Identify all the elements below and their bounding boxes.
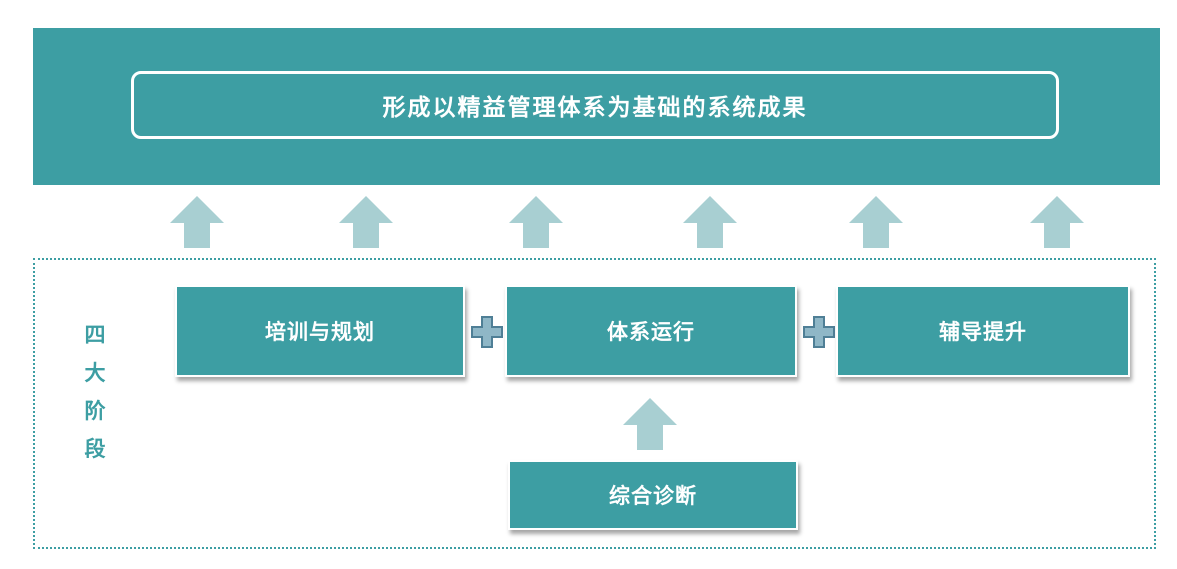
stages-side-label: 四 大 阶 段 <box>80 316 110 468</box>
stages-frame <box>33 258 1156 549</box>
stage-box-coaching: 辅导提升 <box>836 285 1130 377</box>
up-arrow-icon <box>849 196 903 248</box>
stage-box-training: 培训与规划 <box>175 285 465 377</box>
results-banner <box>33 28 1160 185</box>
side-label-char: 阶 <box>84 399 106 423</box>
up-arrow-icon <box>339 196 393 248</box>
plus-icon <box>803 316 835 348</box>
side-label-char: 大 <box>84 361 106 385</box>
results-title: 形成以精益管理体系为基础的系统成果 <box>131 71 1059 139</box>
up-arrow-icon <box>509 196 563 248</box>
up-arrow-icon <box>1030 196 1084 248</box>
up-arrow-icon <box>623 398 677 450</box>
stage-box-operation: 体系运行 <box>505 285 797 377</box>
side-label-char: 四 <box>84 323 106 347</box>
plus-icon <box>471 316 503 348</box>
stage-box-diagnosis: 综合诊断 <box>508 460 798 530</box>
up-arrow-icon <box>683 196 737 248</box>
side-label-char: 段 <box>84 437 106 461</box>
up-arrow-icon <box>170 196 224 248</box>
